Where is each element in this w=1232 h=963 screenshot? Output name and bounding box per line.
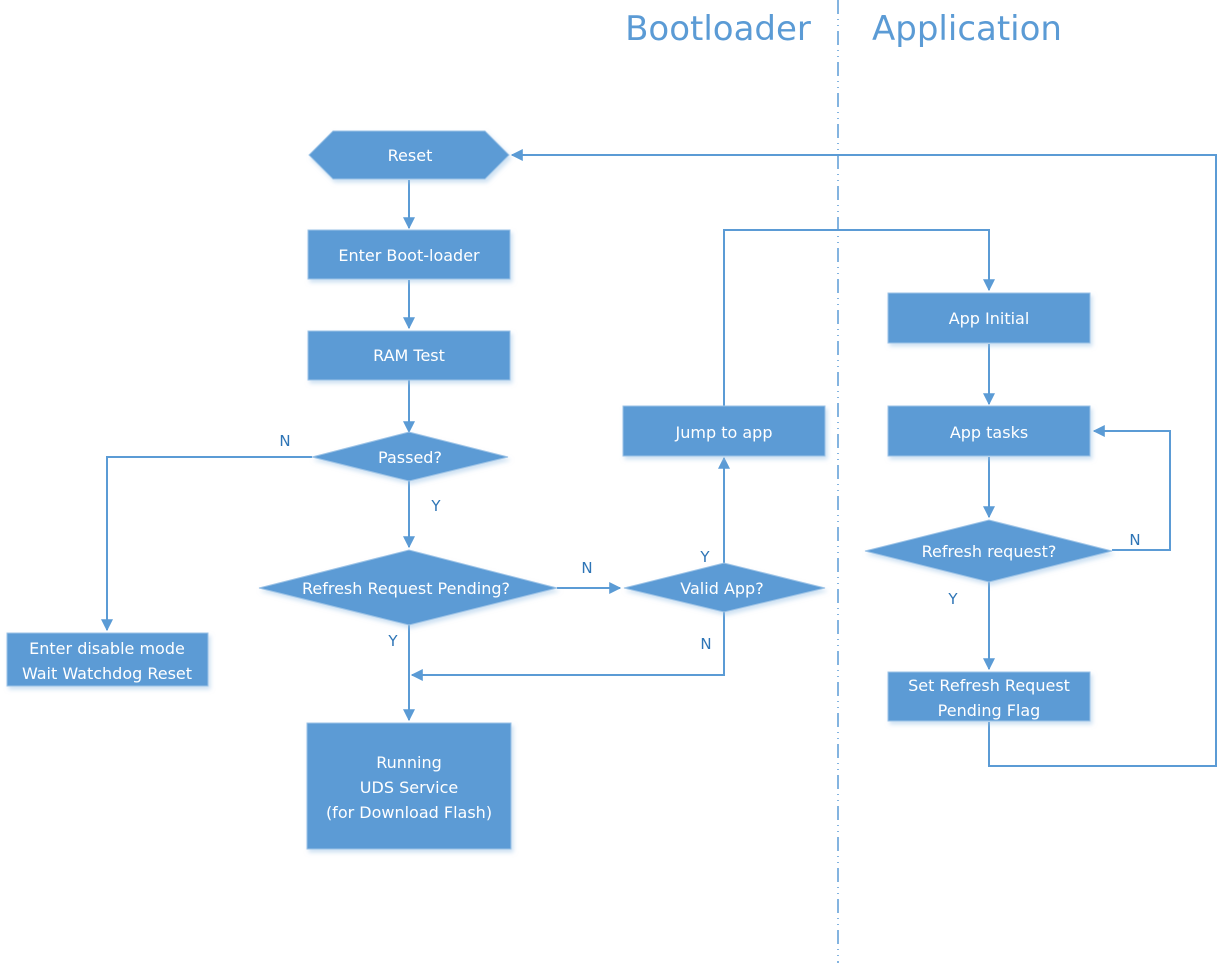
edge-refresh-no bbox=[1092, 425, 1171, 551]
node-running-uds[interactable]: Running UDS Service (for Download Flash) bbox=[306, 722, 512, 850]
node-set-flag[interactable]: Set Refresh Request Pending Flag bbox=[887, 671, 1091, 722]
passed-label: Passed? bbox=[378, 448, 442, 467]
node-valid-app-decision[interactable]: Valid App? bbox=[623, 562, 826, 613]
app-initial-label: App Initial bbox=[949, 309, 1030, 328]
running-uds-line-2: UDS Service bbox=[360, 778, 458, 797]
label-valid-yes: Y bbox=[699, 548, 710, 566]
label-pending-no: N bbox=[581, 559, 592, 577]
label-passed-no: N bbox=[279, 432, 290, 450]
node-app-tasks[interactable]: App tasks bbox=[887, 405, 1091, 457]
label-pending-yes: Y bbox=[387, 632, 398, 650]
node-jump-to-app[interactable]: Jump to app bbox=[622, 405, 826, 457]
edge-passed-no bbox=[101, 456, 312, 632]
disable-mode-line-2: Wait Watchdog Reset bbox=[22, 664, 192, 683]
node-passed-decision[interactable]: Passed? bbox=[311, 431, 509, 482]
edge-jump-to-appinit bbox=[723, 229, 995, 406]
node-enter-bootloader[interactable]: Enter Boot-loader bbox=[307, 229, 511, 280]
label-passed-yes: Y bbox=[430, 497, 441, 515]
reset-label: Reset bbox=[388, 146, 433, 165]
node-refresh-request-decision[interactable]: Refresh request? bbox=[864, 519, 1113, 583]
running-uds-line-1: Running bbox=[376, 753, 442, 772]
valid-app-label: Valid App? bbox=[680, 579, 763, 598]
node-reset[interactable]: Reset bbox=[308, 130, 510, 180]
enter-bootloader-label: Enter Boot-loader bbox=[338, 246, 480, 265]
label-refresh-no: N bbox=[1129, 531, 1140, 549]
running-uds-line-3: (for Download Flash) bbox=[326, 803, 492, 822]
jump-to-app-label: Jump to app bbox=[675, 423, 773, 442]
disable-mode-line-1: Enter disable mode bbox=[29, 639, 185, 658]
app-tasks-label: App tasks bbox=[950, 423, 1028, 442]
edge-valid-no bbox=[410, 612, 725, 681]
label-refresh-yes: Y bbox=[947, 590, 958, 608]
refresh-pending-label: Refresh Request Pending? bbox=[302, 579, 510, 598]
node-app-initial[interactable]: App Initial bbox=[887, 292, 1091, 344]
label-valid-no: N bbox=[700, 635, 711, 653]
set-flag-line-1: Set Refresh Request bbox=[908, 676, 1070, 695]
edges bbox=[101, 149, 1217, 767]
set-flag-line-2: Pending Flag bbox=[938, 701, 1041, 720]
application-lane-title: Application bbox=[872, 9, 1062, 49]
edge-setflag-to-reset bbox=[510, 149, 1217, 767]
node-ram-test[interactable]: RAM Test bbox=[307, 330, 511, 381]
node-disable-mode[interactable]: Enter disable mode Wait Watchdog Reset bbox=[6, 632, 209, 687]
node-refresh-pending-decision[interactable]: Refresh Request Pending? bbox=[258, 549, 558, 626]
refresh-request-label: Refresh request? bbox=[922, 542, 1057, 561]
bootloader-lane-title: Bootloader bbox=[625, 9, 811, 49]
ram-test-label: RAM Test bbox=[373, 346, 445, 365]
